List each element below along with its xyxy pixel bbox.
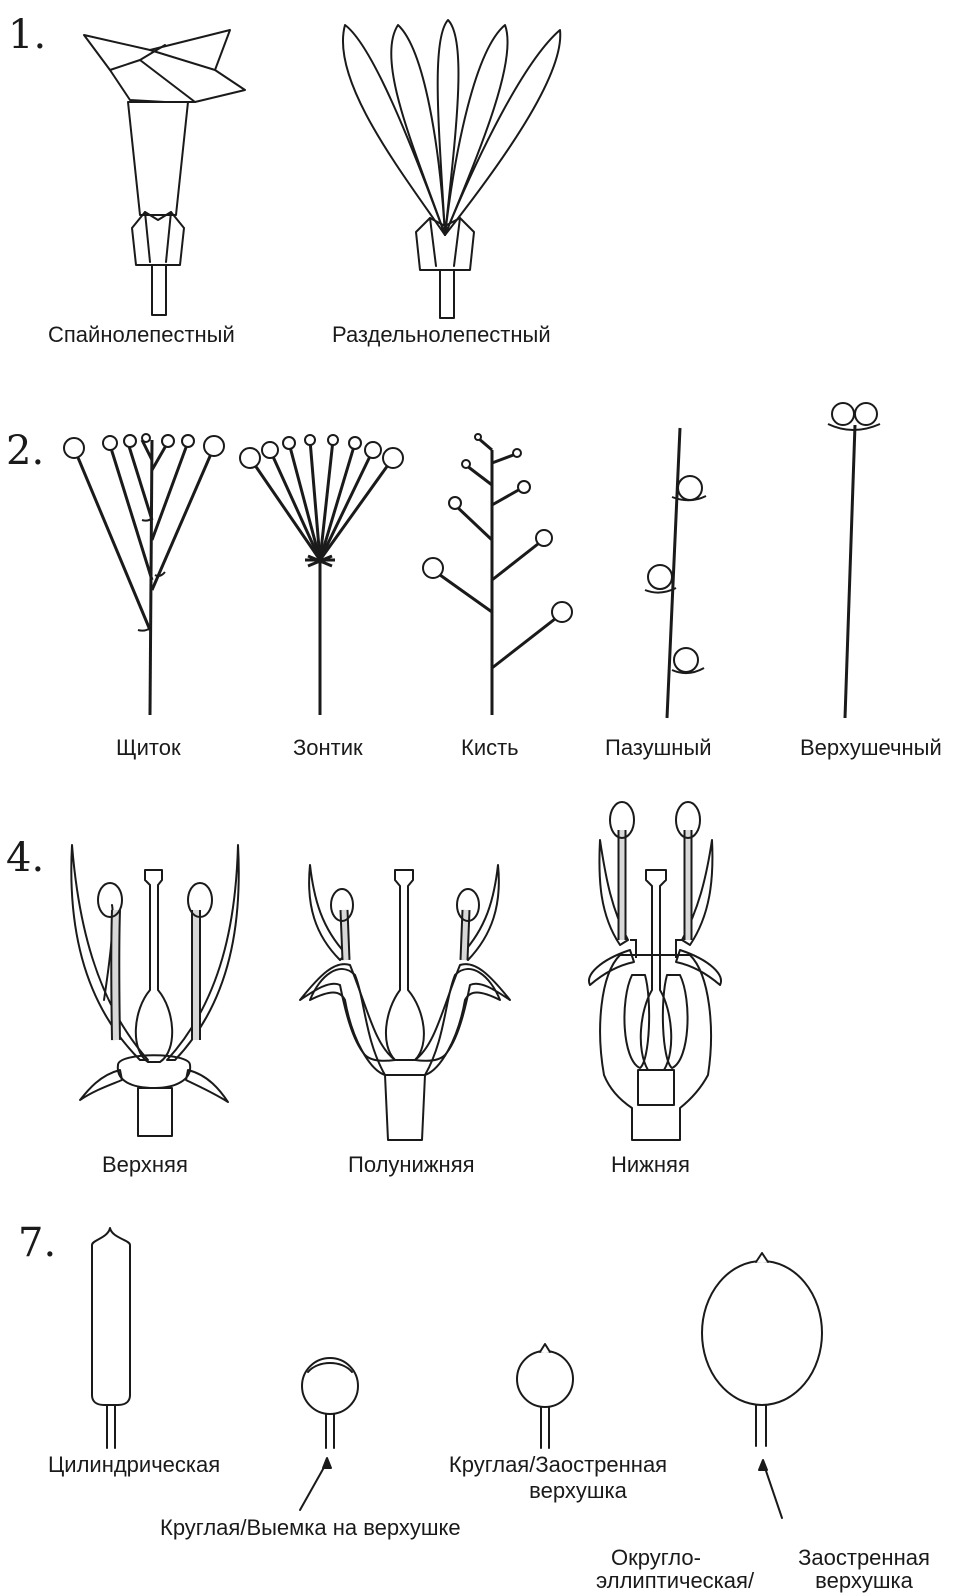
label-raceme: Кисть [461, 735, 519, 761]
label-polypetalous: Раздельнолепестный [332, 322, 551, 348]
label-round-notched: Круглая/Выемка на верхушке [160, 1515, 461, 1541]
terminal-drawing [828, 403, 880, 718]
umbel-drawing [240, 435, 403, 715]
round-notched-fruit-drawing [300, 1358, 358, 1510]
inferior-ovary-drawing [589, 802, 721, 1140]
sympetalous-flower-drawing [84, 30, 245, 315]
label-corymb: Щиток [116, 735, 181, 761]
polypetalous-flower-drawing [343, 20, 560, 318]
label-round-pointed-line2: верхушка [440, 1478, 716, 1504]
label-superior: Верхняя [102, 1152, 188, 1178]
oval-pointed-fruit-drawing [702, 1253, 822, 1518]
corymb-drawing [64, 434, 224, 715]
half-inferior-ovary-drawing [300, 865, 510, 1140]
label-inferior: Нижняя [611, 1152, 690, 1178]
label-oval-line2: эллиптическая/ [596, 1568, 754, 1594]
label-round-pointed-line1: Круглая/Заостренная [440, 1452, 676, 1478]
superior-ovary-drawing [71, 845, 238, 1136]
label-half-inferior: Полунижняя [348, 1152, 475, 1178]
label-sympetalous: Спайнолепестный [48, 322, 235, 348]
label-umbel: Зонтик [293, 735, 363, 761]
axillary-drawing [645, 428, 706, 718]
raceme-drawing [423, 434, 572, 715]
cylindrical-fruit-drawing [92, 1228, 130, 1448]
round-pointed-fruit-drawing [517, 1344, 573, 1448]
label-axillary: Пазушный [605, 735, 712, 761]
label-cylindrical: Цилиндрическая [48, 1452, 220, 1478]
label-terminal: Верхушечный [800, 735, 942, 761]
label-pointed-line2: верхушка [790, 1568, 938, 1594]
